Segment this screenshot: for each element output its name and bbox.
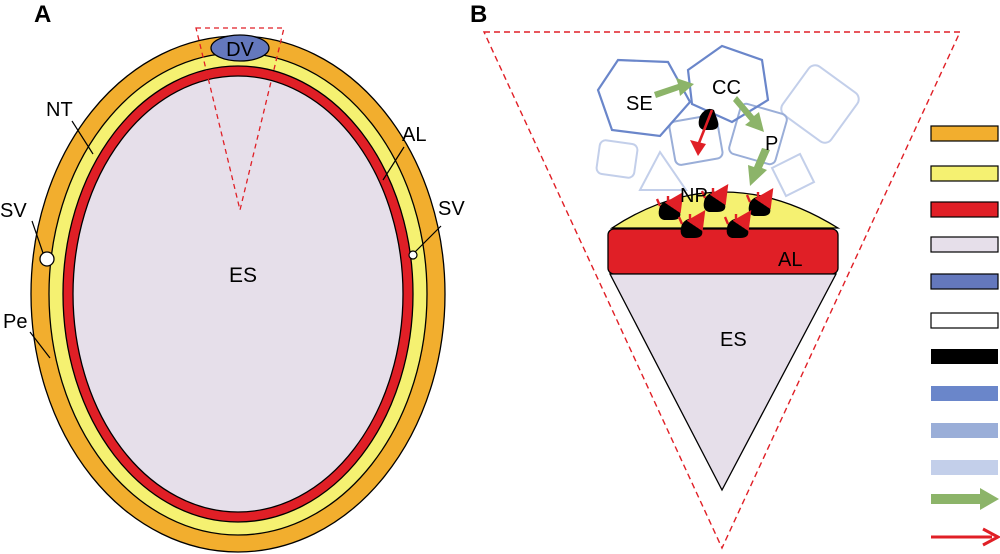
side-vascular-bundle-left	[39, 251, 55, 267]
starch-granule-faint	[780, 64, 860, 144]
sv-right-label: SV	[438, 198, 465, 220]
starchy-endosperm-sector	[608, 273, 838, 492]
sv-left-leader-line	[31, 220, 44, 254]
starch-granule-faint	[595, 139, 639, 179]
starch-granule-medium	[668, 114, 724, 166]
green-arrow-p-to-np	[748, 148, 770, 186]
zoom-sector-outline	[195, 27, 285, 211]
green-arrow-se-to-cc	[654, 78, 694, 98]
red-arrow-down	[690, 109, 714, 156]
al-leader-line	[382, 146, 405, 181]
legend-swatch-es	[930, 236, 999, 253]
panel-b: B	[470, 1, 962, 550]
starch-granule-se	[596, 58, 692, 138]
sv-left-label: SV	[0, 200, 27, 222]
p-label: P	[765, 133, 778, 155]
legend-swatch-pe	[930, 125, 999, 142]
se-label: SE	[626, 93, 653, 115]
zoomed-sector-outline	[482, 31, 962, 550]
np-label: NP	[680, 185, 708, 207]
starch-granule-medium	[728, 102, 788, 166]
green-transport-arrows	[654, 78, 770, 186]
dorsal-vascular-bundle	[210, 34, 270, 62]
starch-granule-cc	[686, 44, 770, 124]
starch-granule-faint	[638, 150, 688, 191]
aleurone-block	[607, 228, 839, 275]
al-block-label: AL	[778, 249, 802, 271]
es-sector-label: ES	[720, 329, 747, 351]
transfer-cells	[655, 108, 770, 238]
starch-granule-faint	[770, 152, 816, 198]
legend	[930, 125, 1000, 547]
panel-b-letter: B	[470, 1, 487, 28]
legend-swatch-blue-1	[931, 386, 998, 401]
legend-swatch-black	[931, 349, 998, 364]
pe-label: Pe	[3, 311, 27, 333]
dv-label: DV	[226, 39, 254, 61]
al-label: AL	[402, 124, 426, 146]
nucellar-projection	[609, 191, 841, 229]
sv-right-leader-line	[414, 225, 442, 253]
legend-swatch-al	[930, 201, 999, 218]
legend-swatch-blue-2	[931, 423, 998, 438]
nt-label: NT	[46, 99, 73, 121]
es-label: ES	[229, 264, 257, 287]
pe-leader-line	[29, 331, 51, 359]
panel-a: A DV NT AL SV SV Pe ES	[0, 1, 465, 553]
cc-label: CC	[712, 77, 741, 99]
legend-swatch-blue-3	[931, 460, 998, 475]
panel-a-letter: A	[34, 1, 51, 28]
legend-red-arrow	[931, 527, 1000, 547]
starchy-endosperm	[72, 75, 404, 513]
legend-swatch-sv	[930, 312, 999, 329]
legend-green-arrow	[931, 488, 999, 510]
green-arrow-cc-to-p	[733, 96, 764, 132]
legend-swatch-nt	[930, 165, 999, 182]
legend-swatch-dv	[930, 273, 999, 290]
nt-leader-line	[71, 120, 94, 155]
efflux-arrows	[655, 188, 768, 224]
side-vascular-bundle-right	[408, 250, 418, 260]
